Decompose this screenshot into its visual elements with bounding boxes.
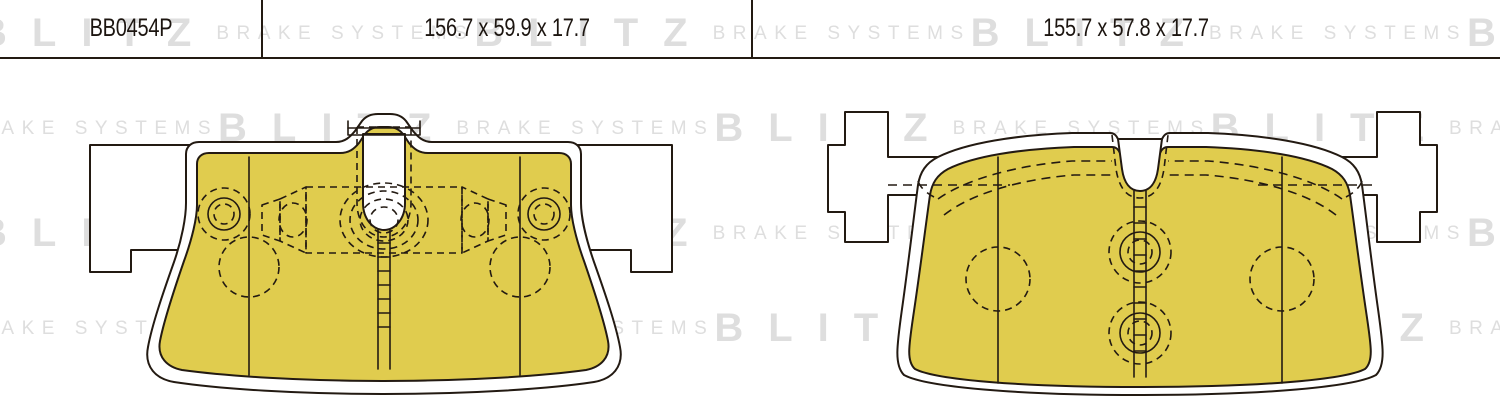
dimensions-right-cell: 155.7 x 57.8 x 17.7 <box>1043 14 1209 42</box>
part-code-cell: BB0454P <box>89 14 173 42</box>
right-pad-top-notch <box>1111 134 1169 199</box>
left-brake-pad <box>89 113 673 395</box>
header-table: BB0454P 156.7 x 59.9 x 17.7 155.7 x 57.8… <box>0 0 1500 59</box>
left-pad-wear-sensor-slot <box>347 120 421 238</box>
right-pad-center-hole-upper <box>1108 220 1172 284</box>
right-pad-hole-left <box>965 246 1031 312</box>
right-pad-center-hole-lower <box>1108 301 1172 365</box>
right-pad-hole-right <box>1249 246 1315 312</box>
header-divider-1 <box>261 0 263 57</box>
right-pad-chamfer-lines <box>888 160 1377 216</box>
right-brake-pad <box>827 111 1438 396</box>
left-pad-hole-group-left <box>197 187 280 298</box>
technical-drawing-layer: .solid { fill:none; stroke:#231a12; stro… <box>0 57 1500 417</box>
left-pad-hole-group-right <box>489 187 571 298</box>
header-divider-2 <box>751 0 753 57</box>
left-pad-backing-detail <box>261 182 507 258</box>
dimensions-left-cell: 156.7 x 59.9 x 17.7 <box>424 14 590 42</box>
